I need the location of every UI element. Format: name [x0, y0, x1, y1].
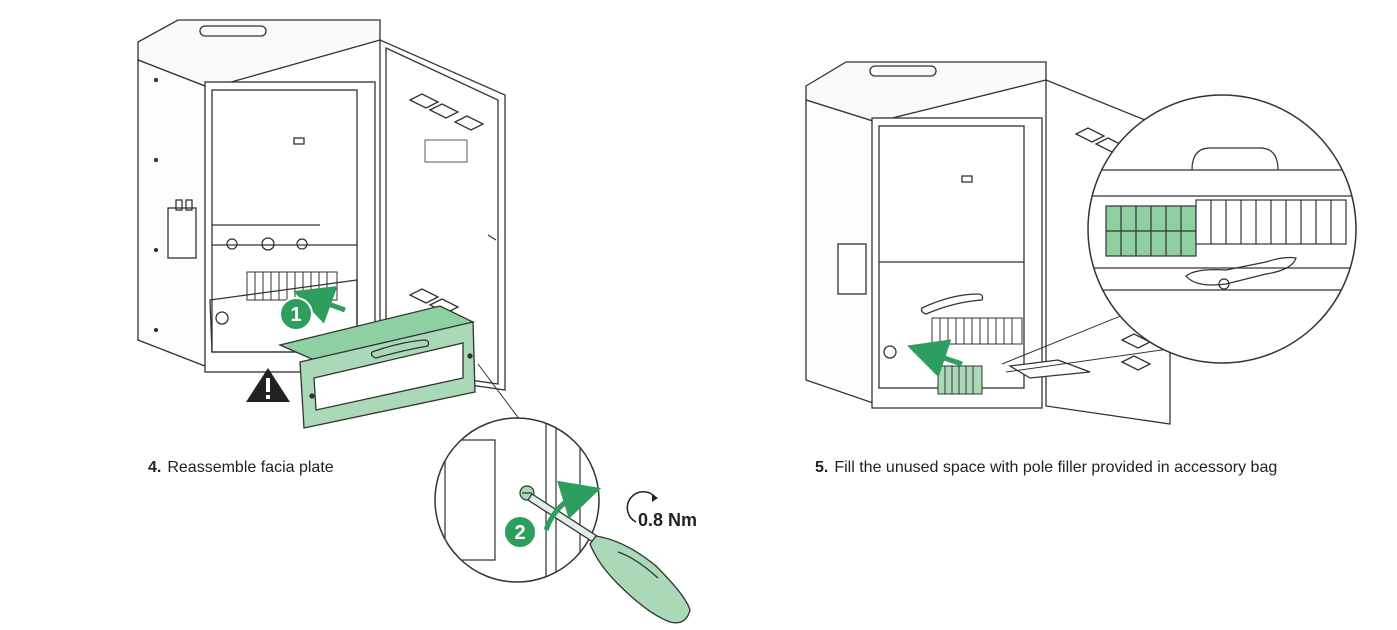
marker-2-label: 2: [514, 522, 525, 544]
rotation-arrow-icon: [626, 491, 658, 523]
marker-1-label: 1: [290, 304, 301, 326]
step-5-number: 5.: [815, 459, 829, 476]
step-4-number: 4.: [148, 459, 162, 476]
step-4-text: Reassemble facia plate: [167, 459, 334, 476]
step-5-text: Fill the unused space with pole filler p…: [834, 459, 1278, 476]
step-4-caption: 4. Reassemble facia plate: [148, 459, 334, 477]
warning-triangle-icon: [246, 368, 290, 402]
zoom-leader-left: [477, 363, 521, 421]
zoom-detail-screw: [434, 417, 600, 583]
breaker-row-left: [246, 271, 338, 301]
enclosure-left: [137, 19, 506, 391]
torque-label: 0.8 Nm: [638, 510, 697, 530]
facia-plate: [277, 305, 476, 429]
zoom-detail-pole-filler: [1087, 94, 1357, 364]
step-5-caption: 5. Fill the unused space with pole filler…: [815, 459, 1277, 477]
insert-arrow: [907, 339, 963, 378]
rotation-arrow-green: [543, 480, 602, 531]
step-marker-2: 2: [503, 515, 537, 549]
step-marker-1: 1: [279, 286, 346, 331]
zoom-leader-right-2: [1005, 345, 1191, 373]
pole-filler-small: [937, 365, 983, 395]
